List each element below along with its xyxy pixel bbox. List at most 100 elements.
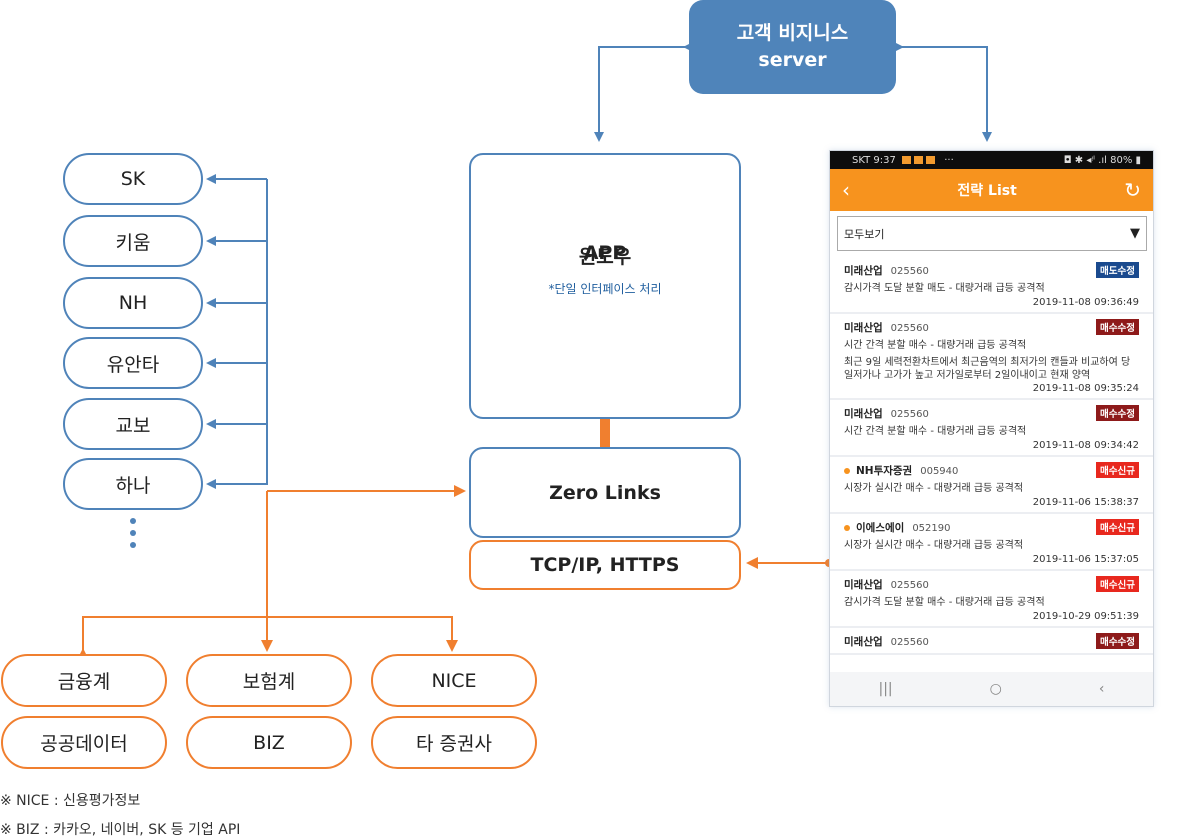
broker-label: 하나 xyxy=(115,474,151,497)
filter-select[interactable]: 모두보기 ▼ xyxy=(837,216,1147,251)
server-subtitle: server xyxy=(758,49,827,71)
stock-code: 025560 xyxy=(890,408,929,420)
status-more: ··· xyxy=(944,154,954,166)
server-title: 고객 비지니스 xyxy=(736,22,849,44)
broker-label: SK xyxy=(120,168,146,190)
new-dot-icon xyxy=(844,524,850,531)
signal-time: 2019-11-06 15:38:37 xyxy=(1032,497,1139,508)
signal-time: 2019-11-06 15:37:05 xyxy=(1032,554,1139,565)
broker-sk: SK xyxy=(63,153,203,205)
stock-name: 미래산업 xyxy=(844,635,883,648)
stock-code: 025560 xyxy=(890,265,929,277)
zero-links-label: Zero Links xyxy=(549,481,661,504)
signal-time: 2019-11-08 09:36:49 xyxy=(1032,297,1139,308)
stock-code: 005940 xyxy=(920,465,959,477)
source-public-data: 공공데이터 xyxy=(1,716,167,769)
source-label: 공공데이터 xyxy=(40,733,128,755)
source-biz: BIZ xyxy=(186,716,352,769)
signal-time: 2019-10-29 09:51:39 xyxy=(1032,611,1139,622)
signal-badge: 매수신규 xyxy=(1096,519,1139,535)
signal-badge: 매수수정 xyxy=(1096,319,1139,335)
source-nice: NICE xyxy=(371,654,537,707)
signal-badge: 매수수정 xyxy=(1096,633,1139,649)
strategy-desc: 시간 간격 분할 매수 - 대량거래 급등 공격적 xyxy=(844,426,1027,437)
new-dot-icon xyxy=(844,467,850,474)
caret-down-icon: ▼ xyxy=(1130,226,1140,241)
stock-name: 미래산업 xyxy=(844,407,883,420)
notification-icon xyxy=(914,155,924,164)
source-label: 보험계 xyxy=(242,671,296,693)
broker-kiwoom: 키움 xyxy=(63,215,203,267)
source-label: BIZ xyxy=(253,731,285,754)
windows-app-box: 윈도우 APP *단일 인터페이스 처리 xyxy=(469,153,741,419)
signal-badge: 매수수정 xyxy=(1096,405,1139,421)
filter-value: 모두보기 xyxy=(844,227,885,241)
home-icon[interactable]: ○ xyxy=(989,681,1002,697)
strategy-detail: 최근 9일 세력전환차트에서 최근음역의 최저가의 캔들과 비교하여 당일저가나… xyxy=(844,357,1131,381)
stock-name: 미래산업 xyxy=(844,578,883,591)
broker-label: 유안타 xyxy=(106,353,160,376)
notification-icon xyxy=(926,155,936,164)
source-label: 금융계 xyxy=(57,671,111,693)
source-other-securities: 타 증권사 xyxy=(371,716,537,769)
customer-business-server: 고객 비지니스 server xyxy=(689,0,896,94)
strategy-desc: 시간 간격 분할 매수 - 대량거래 급등 공격적 xyxy=(844,340,1027,351)
source-insurance: 보험계 xyxy=(186,654,352,707)
stock-code: 025560 xyxy=(890,636,929,648)
strategy-desc: 시장가 실시간 매수 - 대량거래 급등 공격적 xyxy=(844,483,1024,494)
signal-time: 2019-11-08 09:35:24 xyxy=(1032,383,1139,394)
strategy-desc: 시장가 실시간 매수 - 대량거래 급등 공격적 xyxy=(844,540,1024,551)
phone-nav-bar: ||| ○ ‹ xyxy=(830,672,1153,706)
notification-icon xyxy=(902,155,912,164)
note-biz: ※ BIZ : 카카오, 네이버, SK 등 기업 API xyxy=(0,822,241,838)
signal-badge: 매수신규 xyxy=(1096,462,1139,478)
signal-badge: 매도수정 xyxy=(1096,262,1139,278)
back-icon[interactable]: ‹ xyxy=(842,178,850,202)
zero-links-box: Zero Links xyxy=(469,447,741,538)
app-title: 윈도우 xyxy=(578,245,632,268)
phone-title: 전략 List xyxy=(957,183,1017,199)
server-to-app-arrow xyxy=(594,42,693,142)
phone-status-bar: SKT 9:37 ··· ◘ ✱ ◂ᵎᴵ .ıl 80% ▮ xyxy=(830,151,1153,169)
source-label: 타 증권사 xyxy=(416,733,492,755)
signal-badge: 매수신규 xyxy=(1096,576,1139,592)
stock-code: 025560 xyxy=(890,322,929,334)
broker-label: 키움 xyxy=(115,231,151,254)
source-branch-line xyxy=(77,616,458,660)
strategy-desc: 감시가격 도달 분할 매도 - 대량거래 급등 공격적 xyxy=(844,283,1045,294)
nav-back-icon[interactable]: ‹ xyxy=(1098,681,1105,697)
list-item[interactable]: 미래산업 025560 매수수정 xyxy=(830,628,1153,655)
phone-app-bar: ‹ 전략 List ↻ xyxy=(830,169,1153,211)
recent-apps-icon[interactable]: ||| xyxy=(878,681,893,697)
status-indicators: ◘ ✱ ◂ᵎᴵ .ıl 80% ▮ xyxy=(1063,154,1141,166)
source-finance: 금융계 xyxy=(1,654,167,707)
stock-code: 052190 xyxy=(912,522,951,534)
phone-screenshot: SKT 9:37 ··· ◘ ✱ ◂ᵎᴵ .ıl 80% ▮ ‹ 전략 List… xyxy=(829,150,1154,707)
signal-time: 2019-11-08 09:34:42 xyxy=(1032,440,1139,451)
stock-name: 미래산업 xyxy=(844,264,883,277)
refresh-icon[interactable]: ↻ xyxy=(1124,178,1141,202)
broker-yuanta: 유안타 xyxy=(63,337,203,389)
stock-name: 이에스에이 xyxy=(856,521,905,534)
stock-name: NH투자증권 xyxy=(856,464,913,477)
more-brokers-ellipsis xyxy=(130,518,136,554)
server-to-phone-arrow xyxy=(894,42,992,142)
app-subtitle: APP xyxy=(583,241,627,264)
status-carrier-time: SKT 9:37 xyxy=(852,154,896,166)
stock-name: 미래산업 xyxy=(844,321,883,334)
broker-label: 교보 xyxy=(115,414,151,437)
source-label: NICE xyxy=(431,669,477,692)
broker-hana: 하나 xyxy=(63,458,203,510)
broker-nh: NH xyxy=(63,277,203,329)
tcp-label: TCP/IP, HTTPS xyxy=(530,554,680,576)
app-note: *단일 인터페이스 처리 xyxy=(548,281,662,296)
strategy-desc: 감시가격 도달 분할 매수 - 대량거래 급등 공격적 xyxy=(844,597,1045,608)
broker-label: NH xyxy=(118,292,148,314)
